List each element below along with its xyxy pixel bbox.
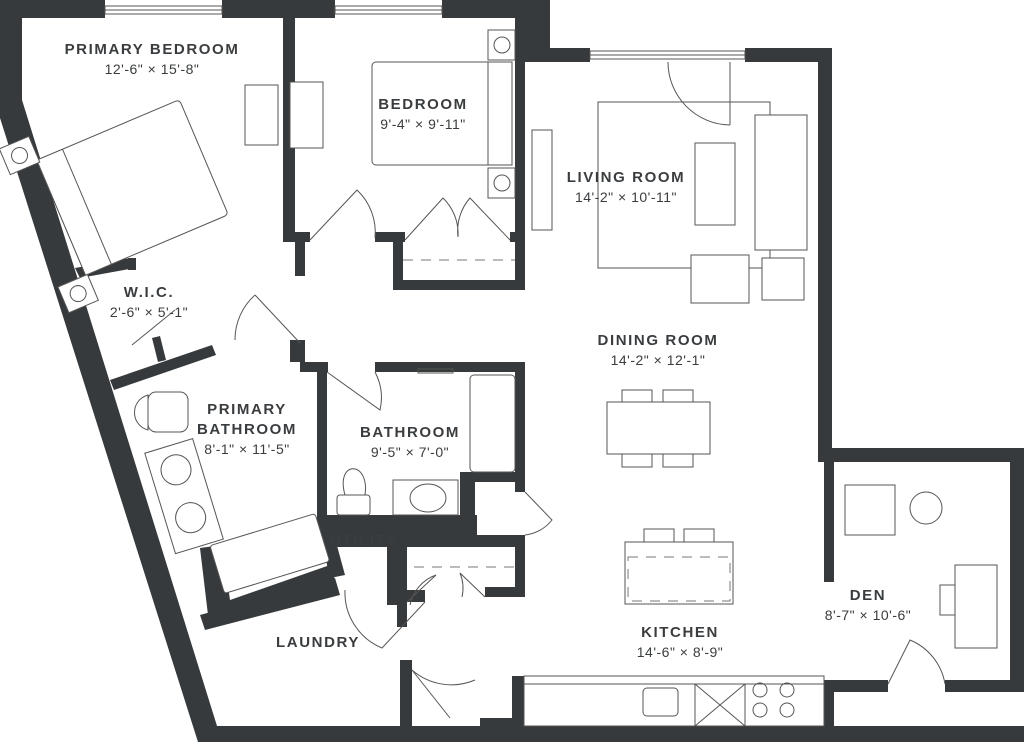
room-label-bathroom: BATHROOM 9'-5" × 7'-0" — [360, 423, 460, 461]
room-label-kitchen: KITCHEN 14'-6" × 8'-9" — [637, 623, 724, 661]
room-label-laundry: LAUNDRY — [276, 633, 360, 653]
room-name: DEN — [849, 587, 887, 604]
room-dims: 12'-6" × 15'-8" — [104, 61, 200, 77]
room-label-wic: W.I.C. 2'-6" × 5'-1" — [110, 283, 188, 321]
room-name-line2: BATHROOM — [196, 421, 298, 438]
room-dims: 2'-6" × 5'-1" — [109, 304, 189, 320]
room-dims: 8'-1" × 11'-5" — [204, 441, 290, 457]
room-label-dining-room: DINING ROOM 14'-2" × 12'-1" — [598, 331, 719, 369]
room-name: BATHROOM — [359, 424, 461, 441]
furniture — [0, 29, 998, 727]
room-name: DINING ROOM — [597, 332, 719, 349]
room-label-den: DEN 8'-7" × 10'-6" — [825, 586, 912, 624]
room-label-bedroom: BEDROOM 9'-4" × 9'-11" — [378, 95, 468, 133]
room-name: LAUNDRY — [276, 634, 360, 651]
room-name: UTILITY — [330, 532, 398, 549]
room-label-living-room: LIVING ROOM 14'-2" × 10'-11" — [567, 168, 685, 206]
room-name: BEDROOM — [378, 96, 468, 113]
room-name: KITCHEN — [641, 624, 719, 641]
room-label-primary-bedroom: PRIMARY BEDROOM 12'-6" × 15'-8" — [65, 40, 240, 78]
room-dims: 9'-5" × 7'-0" — [370, 444, 450, 460]
room-label-primary-bathroom: PRIMARY BATHROOM 8'-1" × 11'-5" — [197, 400, 297, 458]
room-dims: 14'-2" × 12'-1" — [610, 352, 706, 368]
room-dims: 14'-2" × 10'-11" — [574, 189, 678, 205]
room-name: PRIMARY BEDROOM — [64, 41, 240, 58]
room-name: W.I.C. — [123, 284, 175, 301]
room-name: LIVING ROOM — [566, 169, 686, 186]
room-name: PRIMARY — [207, 401, 287, 418]
room-dims: 9'-4" × 9'-11" — [380, 116, 466, 132]
doors — [131, 61, 946, 719]
room-dims: 14'-6" × 8'-9" — [636, 644, 724, 660]
room-label-utility: UTILITY — [330, 531, 398, 551]
room-dims: 8'-7" × 10'-6" — [824, 607, 912, 623]
windows — [104, 5, 746, 60]
